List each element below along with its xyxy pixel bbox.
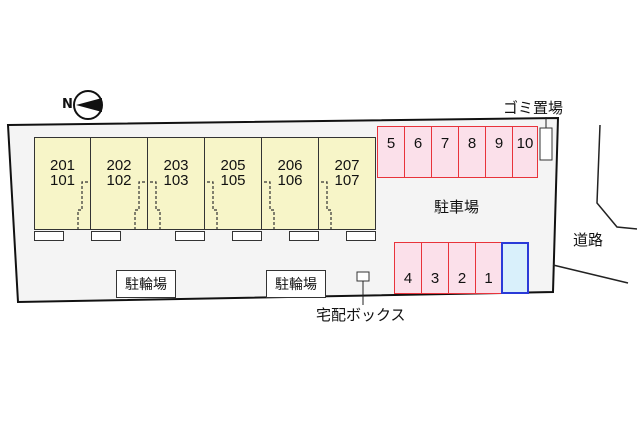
entrance-step xyxy=(346,231,376,241)
parking-space-3[interactable]: 3 xyxy=(421,242,449,294)
parking-space-accessible[interactable] xyxy=(501,242,529,294)
parking-space-8[interactable]: 8 xyxy=(458,126,486,178)
entrance-step xyxy=(175,231,205,241)
parking-space-2[interactable]: 2 xyxy=(448,242,476,294)
garbage-area-label: ゴミ置場 xyxy=(503,99,564,117)
parking-number: 2 xyxy=(457,270,467,287)
parking-number: 10 xyxy=(516,135,534,152)
parking-space-7[interactable]: 7 xyxy=(431,126,459,178)
entrance-step xyxy=(289,231,319,241)
parking-space-10[interactable]: 10 xyxy=(512,126,538,178)
unit-lower-number: 102 xyxy=(106,172,132,189)
road-label: 道路 xyxy=(573,231,604,249)
north-arrow-icon xyxy=(73,90,103,120)
parking-space-1[interactable]: 1 xyxy=(475,242,502,294)
parking-number: 1 xyxy=(484,270,493,287)
parking-space-4[interactable]: 4 xyxy=(394,242,422,294)
delivery-box-label: 宅配ボックス xyxy=(316,306,406,324)
unit-upper-number: 203 xyxy=(163,157,189,174)
entrance-step xyxy=(232,231,262,241)
unit-upper-number: 206 xyxy=(277,157,303,174)
bike-parking-label-2: 駐輪場 xyxy=(266,270,326,298)
entrance-step xyxy=(91,231,121,241)
bike-parking-label-1: 駐輪場 xyxy=(116,270,176,298)
unit-upper-number: 201 xyxy=(49,157,76,174)
parking-number: 5 xyxy=(386,135,396,152)
parking-number: 8 xyxy=(467,135,477,152)
unit-lower-number: 101 xyxy=(49,172,76,189)
parking-number: 7 xyxy=(440,135,450,152)
unit-upper-number: 202 xyxy=(106,157,132,174)
parking-number: 9 xyxy=(494,135,504,152)
parking-space-9[interactable]: 9 xyxy=(485,126,513,178)
unit-lower-number: 107 xyxy=(334,172,360,189)
unit-lower-number: 103 xyxy=(163,172,189,189)
parking-lot-label: 駐車場 xyxy=(434,198,480,216)
parking-number: 3 xyxy=(430,270,440,287)
unit-upper-number: 205 xyxy=(220,157,246,174)
parking-space-6[interactable]: 6 xyxy=(404,126,432,178)
compass-north-label: N xyxy=(62,97,73,112)
parking-number: 6 xyxy=(413,135,423,152)
unit-lower-number: 105 xyxy=(220,172,246,189)
parking-number: 4 xyxy=(403,270,413,287)
unit-upper-number: 207 xyxy=(334,157,360,174)
parking-space-5[interactable]: 5 xyxy=(377,126,405,178)
unit-lower-number: 106 xyxy=(277,172,303,189)
entrance-step xyxy=(34,231,64,241)
